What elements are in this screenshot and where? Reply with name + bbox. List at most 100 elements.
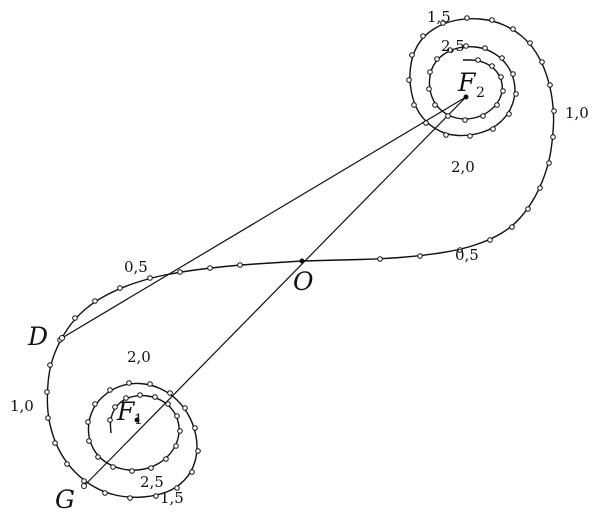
upper-arm-tick-dot — [440, 20, 446, 26]
lower-arm-tick-dot — [174, 413, 180, 419]
lower-arm-tick-dot — [86, 438, 92, 444]
upper-arm-tick-dot — [457, 247, 463, 253]
upper-arm-tick-dot — [377, 256, 383, 262]
chord-g-f2 — [83, 96, 467, 487]
focus-f2-label: F 2 — [457, 68, 485, 101]
lower-arm-tick-dot — [45, 415, 51, 421]
upper-arm-tick-dot — [500, 88, 506, 94]
lower-arm-tick-dot — [189, 469, 195, 475]
focus-f2-subscript: 2 — [476, 85, 485, 101]
lower-arm-tick-dot — [182, 405, 188, 411]
lower-arm-tick-dot — [95, 454, 101, 460]
upper-arm-tick-dot — [546, 160, 552, 166]
point-d-marker — [59, 335, 65, 341]
upper-arm-tick-dot — [527, 40, 533, 46]
label-lower-2-5: 2,5 — [140, 473, 164, 491]
upper-arm-tick-dot — [551, 108, 557, 114]
lower-arm-tick-dot — [117, 285, 123, 291]
upper-arm-tick-dot — [464, 15, 470, 21]
lower-arm-tick-dot — [192, 425, 198, 431]
focus-f2-point — [463, 94, 469, 100]
upper-arm-tick-dot — [490, 126, 496, 132]
lower-arm-tick-dot — [195, 448, 201, 454]
upper-arm-tick-dot — [427, 69, 433, 75]
origin-point — [299, 258, 305, 264]
upper-arm-tick-dot — [463, 43, 469, 49]
upper-arm-tick-dot — [513, 91, 519, 97]
point-g-label: G — [55, 485, 75, 514]
upper-arm-tick-dot — [420, 33, 426, 39]
focus-f1-letter: F — [116, 397, 136, 426]
upper-arm-tick-dot — [547, 82, 553, 88]
upper-arm-tick-dot — [489, 63, 495, 69]
upper-arm-tick-dot — [462, 117, 468, 123]
upper-arm-tick-dot — [434, 56, 440, 62]
lower-arm-tick-dot — [137, 392, 143, 398]
lower-arm-tick-dot — [44, 389, 50, 395]
upper-arm-tick-dot — [510, 71, 516, 77]
lower-arm-tick-dot — [174, 485, 180, 491]
upper-arm-tick-dot — [499, 55, 505, 61]
label-upper-1-5: 1,5 — [427, 8, 451, 26]
label-upper-0-5: 0,5 — [455, 246, 479, 264]
lower-arm-tick-dot — [64, 461, 70, 467]
parameter-tick-marks — [44, 15, 557, 501]
label-upper-2-0: 2,0 — [451, 158, 475, 176]
upper-arm-tick-dot — [480, 113, 486, 119]
focus-f1-label: F 1 — [116, 397, 143, 428]
point-d-label: D — [27, 322, 48, 351]
lower-arm-tick-dot — [47, 362, 53, 368]
chord-d-f2 — [61, 96, 467, 339]
upper-arm-tick-dot — [482, 45, 488, 51]
lower-arm-tick-dot — [163, 456, 169, 462]
lower-arm-tick-dot — [127, 495, 133, 501]
lower-arm-tick-dot — [92, 401, 98, 407]
upper-arm-tick-dot — [467, 133, 473, 139]
focus-f2-letter: F — [457, 68, 477, 97]
upper-arm-tick-dot — [525, 206, 531, 212]
upper-arm-tick-dot — [411, 102, 417, 108]
lower-arm-tick-dot — [81, 478, 87, 484]
upper-arm-tick-dot — [506, 111, 512, 117]
lower-arm-tick-dot — [129, 468, 135, 474]
lower-arm-tick-dot — [167, 390, 173, 396]
lower-arm-tick-dot — [126, 380, 132, 386]
lower-arm-tick-dot — [165, 401, 171, 407]
origin-label: O — [293, 267, 314, 296]
upper-arm-tick-dot — [443, 132, 449, 138]
lower-arm-tick-dot — [152, 394, 158, 400]
upper-arm-tick-dot — [509, 224, 515, 230]
upper-arm-tick-dot — [409, 52, 415, 58]
lower-arm-tick-dot — [177, 428, 183, 434]
upper-arm-tick-dot — [445, 113, 451, 119]
lower-arm-tick-dot — [107, 387, 113, 393]
focus-f1-subscript: 1 — [134, 412, 143, 428]
lower-arm-tick-dot — [173, 443, 179, 449]
upper-arm-tick-dot — [426, 86, 432, 92]
upper-arm-tick-dot — [487, 237, 493, 243]
upper-arm-tick-dot — [489, 17, 495, 23]
lower-arm-tick-dot — [148, 465, 154, 471]
lower-arm-tick-dot — [207, 265, 213, 271]
focus-f1-point — [134, 417, 140, 423]
lower-arm-tick-dot — [177, 269, 183, 275]
label-lower-1-0: 1,0 — [10, 397, 34, 415]
upper-arm-tick-dot — [417, 253, 423, 259]
lower-arm-tick-dot — [92, 298, 98, 304]
upper-arm-tick-dot — [498, 74, 504, 80]
label-lower-2-0: 2,0 — [127, 348, 151, 366]
lower-arm-tick-dot — [123, 395, 129, 401]
lower-arm-tick-dot — [153, 493, 159, 499]
lower-arm-tick-dot — [147, 381, 153, 387]
lower-arm-tick-dot — [107, 417, 113, 423]
lower-arm-tick-dot — [85, 419, 91, 425]
upper-arm-tick-dot — [550, 134, 556, 140]
lower-arm-tick-dot — [72, 315, 78, 321]
lower-arm-tick-dot — [102, 490, 108, 496]
point-g-marker — [81, 483, 87, 489]
upper-arm-tick-dot — [406, 77, 412, 83]
lower-arm-tick-dot — [110, 464, 116, 470]
upper-arm-tick-dot — [510, 26, 516, 32]
upper-arm-tick-dot — [475, 57, 481, 63]
